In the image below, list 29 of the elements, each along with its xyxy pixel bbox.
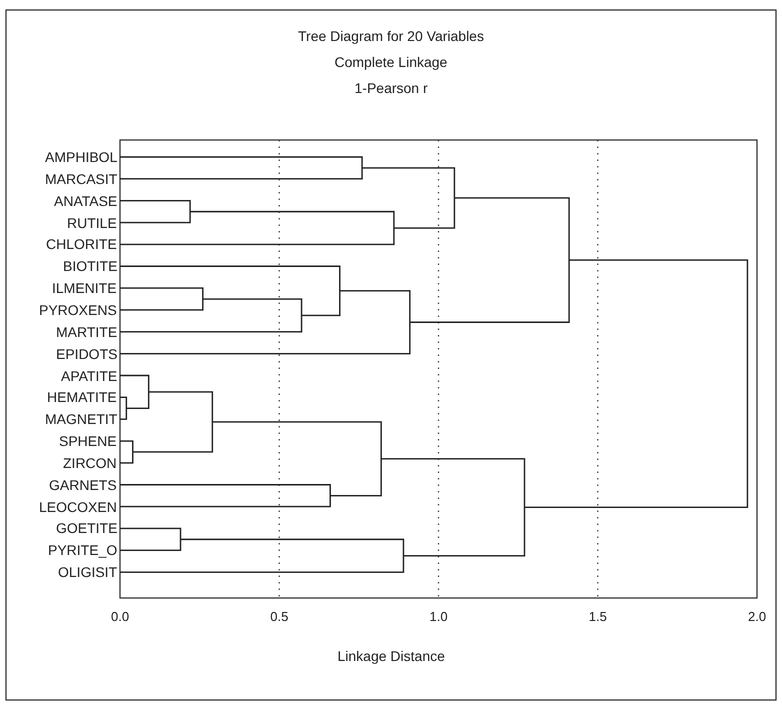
- variable-label: APATITE: [61, 368, 118, 384]
- axis-tick-label: 0.0: [111, 609, 130, 625]
- variable-label: GOETITE: [56, 520, 118, 536]
- variable-label: PYROXENS: [39, 302, 117, 318]
- axis-tick-label: 1.5: [588, 609, 607, 625]
- variable-label: BIOTITE: [63, 258, 118, 274]
- axis-tick-label: 1.0: [430, 609, 448, 625]
- variable-label: RUTILE: [67, 214, 117, 231]
- variable-label: EPIDOTS: [56, 346, 118, 362]
- variable-label: AMPHIBOL: [45, 149, 118, 165]
- axis-tick-label: 2.0: [748, 609, 766, 625]
- variable-label: MARTITE: [56, 324, 118, 340]
- variable-label: SPHENE: [59, 433, 117, 450]
- variable-label: MARCASIT: [45, 170, 118, 187]
- variable-label: ILMENITE: [52, 280, 117, 296]
- chart-subtitle: Complete Linkage: [334, 54, 448, 70]
- variable-label: ANATASE: [54, 192, 118, 209]
- variable-label: LEOCOXEN: [39, 498, 117, 515]
- variable-label: HEMATITE: [47, 389, 117, 406]
- chart-title: Tree Diagram for 20 Variables: [298, 28, 484, 44]
- chart-subtitle: 1-Pearson r: [354, 80, 428, 96]
- variable-label: ZIRCON: [63, 454, 117, 471]
- variable-label: MAGNETIT: [45, 411, 118, 428]
- variable-label: OLIGISIT: [58, 564, 118, 580]
- axis-title: Linkage Distance: [338, 648, 445, 664]
- variable-label: GARNETS: [49, 476, 117, 493]
- variable-label: CHLORITE: [46, 236, 117, 252]
- variable-label: PYRITE_O: [48, 542, 118, 558]
- axis-tick-label: 0.5: [270, 609, 288, 625]
